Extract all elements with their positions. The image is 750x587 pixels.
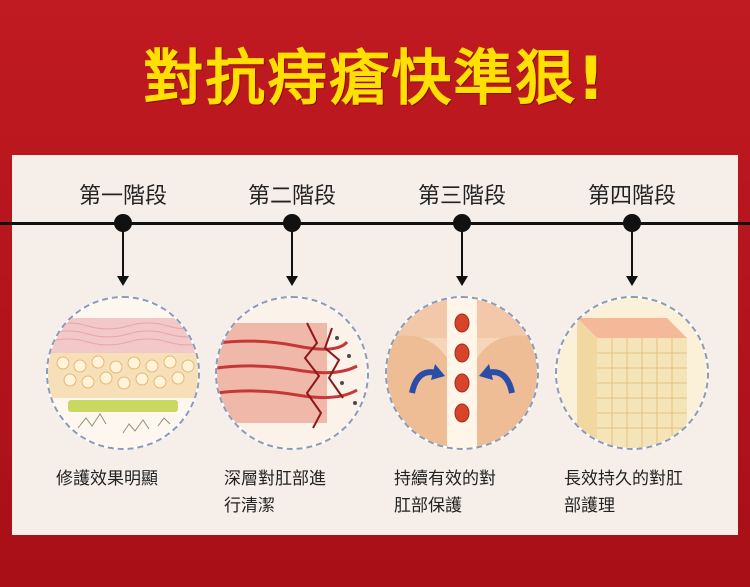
arrow-line-3: [461, 230, 463, 280]
stage-desc-1: 修護效果明顯: [56, 466, 206, 493]
timeline-line: [0, 222, 750, 225]
arrow-head-2: [286, 276, 298, 286]
arrow-line-4: [631, 230, 633, 280]
stage-desc-2: 深層對肛部進 行清潔: [224, 466, 374, 520]
stage-desc-3-line-1: 持續有效的對: [394, 469, 496, 489]
stage-desc-4: 長效持久的對肛 部護理: [564, 466, 714, 520]
stage-desc-2-line-2: 行清潔: [224, 496, 275, 516]
stage-desc-4-line-2: 部護理: [564, 496, 615, 516]
stage-label-2: 第二階段: [247, 184, 336, 209]
stage-desc-1-line-1: 修護效果明顯: [56, 469, 158, 489]
arrow-head-4: [626, 276, 638, 286]
timeline-dot-2: [283, 214, 301, 232]
timeline-dot-3: [453, 214, 471, 232]
arrow-line-2: [291, 230, 293, 280]
stage-label-4: 第四階段: [587, 184, 676, 209]
arrow-head-1: [117, 276, 129, 286]
arrow-line-1: [122, 230, 124, 280]
protection-layer-icon: [385, 296, 539, 450]
stage-desc-4-line-1: 長效持久的對肛: [564, 469, 683, 489]
timeline-dot-1: [114, 214, 132, 232]
headline: 對抗痔瘡快準狠!: [143, 44, 607, 114]
stage-label-1: 第一階段: [78, 184, 167, 209]
skin-care-icon: [555, 296, 709, 450]
timeline-dot-4: [623, 214, 641, 232]
stage-desc-2-line-1: 深層對肛部進: [224, 469, 326, 489]
skin-layer-icon: [46, 296, 200, 450]
stage-label-3: 第三階段: [417, 184, 506, 209]
stage-desc-3-line-2: 肛部保護: [394, 496, 462, 516]
stage-desc-3: 持續有效的對 肛部保護: [394, 466, 544, 520]
tissue-cleaning-icon: [215, 296, 369, 450]
arrow-head-3: [456, 276, 468, 286]
